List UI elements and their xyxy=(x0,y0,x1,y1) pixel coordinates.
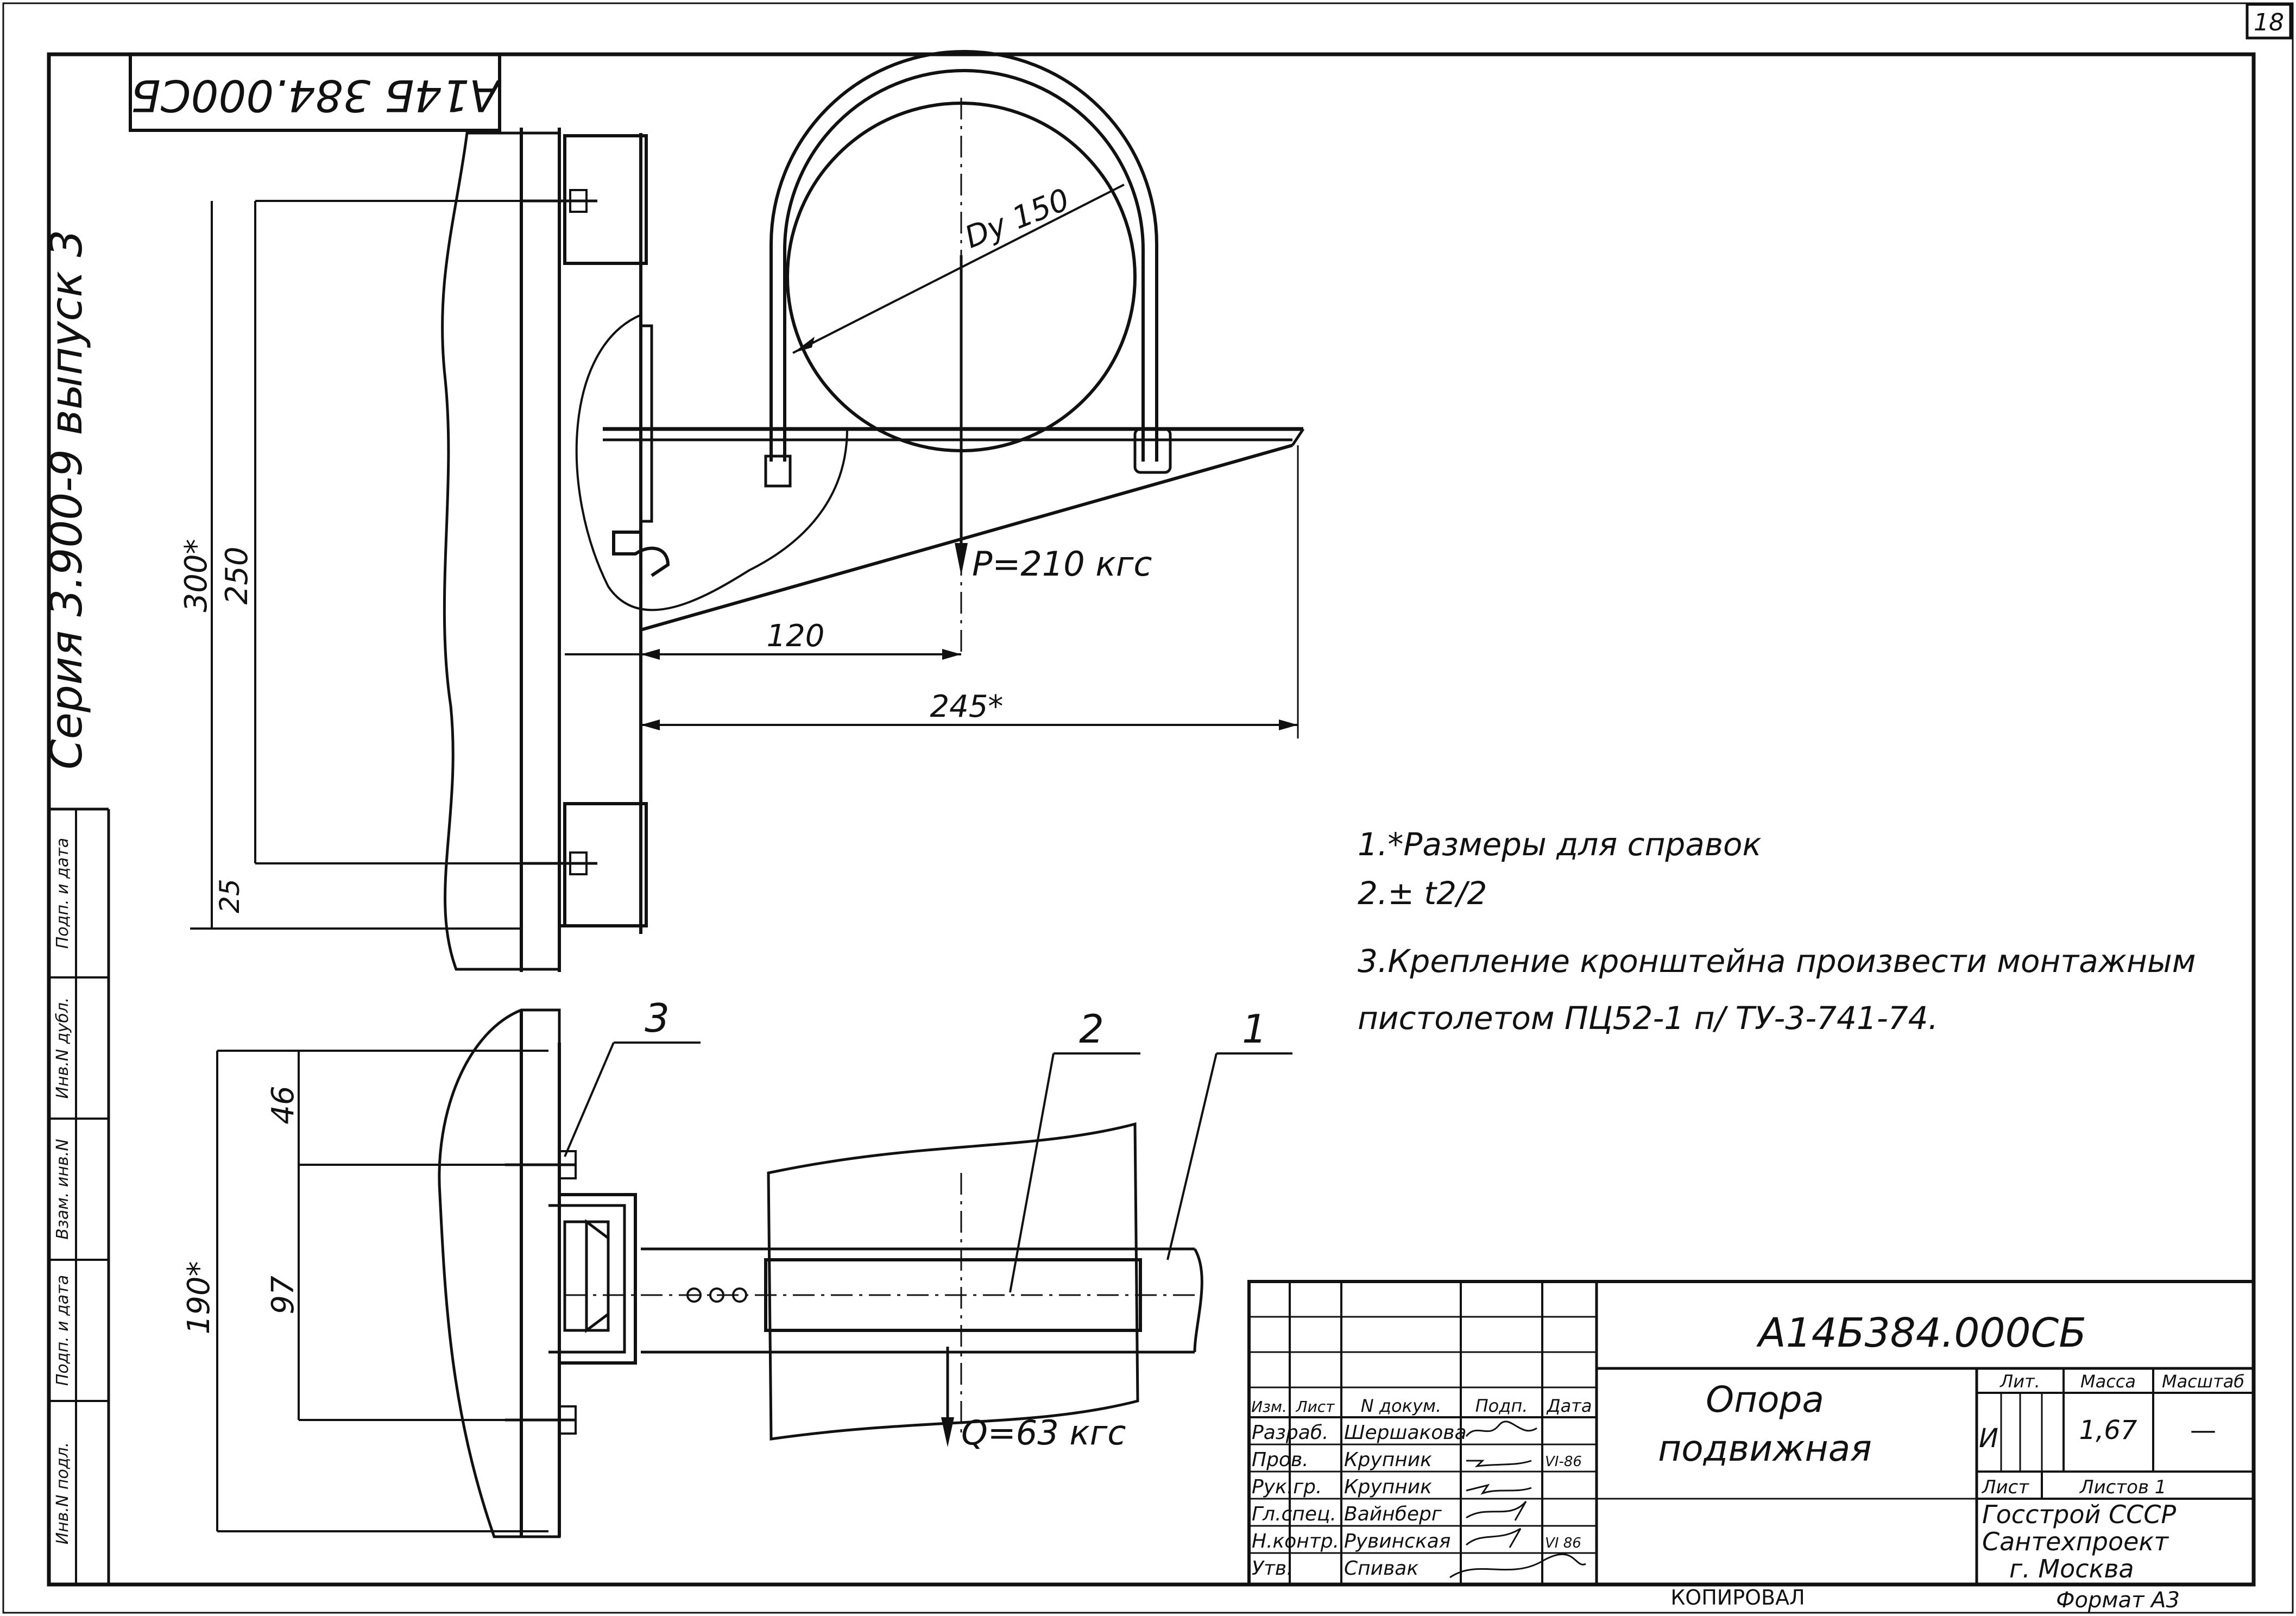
row-name-2: Крупник xyxy=(1344,1449,1432,1471)
col-header-doc: N докум. xyxy=(1361,1396,1441,1416)
scale-value: — xyxy=(2190,1415,2216,1445)
copied-label: КОПИРОВАЛ xyxy=(1670,1586,1805,1609)
col-header-izm: Изм. xyxy=(1251,1398,1287,1416)
side-stamp-cell-2: Подп. и дата xyxy=(53,1275,72,1386)
note-4: пистолетом ПЦ52-1 п/ ТУ-3-741-74. xyxy=(1358,1000,1938,1037)
row-date-5: VI 86 xyxy=(1545,1535,1581,1551)
col-header-date: Дата xyxy=(1546,1396,1592,1416)
page-number: 18 xyxy=(2254,9,2284,36)
dim-120: 120 xyxy=(767,618,825,654)
drawing-frame xyxy=(47,52,2256,1587)
section-break xyxy=(575,314,848,611)
lit-label: Лит. xyxy=(1999,1371,2040,1392)
doc-code-rotated-box: А14Б 384.000СБ xyxy=(129,53,502,132)
org-line-1: Госстрой СССР xyxy=(1982,1500,2176,1529)
note-1: 1.*Размеры для справок xyxy=(1358,826,1762,863)
name-line-1: Опора xyxy=(1706,1379,1824,1421)
col-header-sign: Подп. xyxy=(1475,1396,1528,1416)
dim-300: 300* xyxy=(179,539,214,613)
col-header-list: Лист xyxy=(1296,1398,1335,1416)
dim-97: 97 xyxy=(266,1276,301,1315)
side-stamp: Инв.N подл. Подп. и дата Взам. инв.N Инв… xyxy=(49,807,110,1585)
side-stamp-cell-1: Инв.N подл. xyxy=(53,1442,72,1545)
side-stamp-cell-5: Подп. и дата xyxy=(53,838,72,949)
row-date-2: VI-86 xyxy=(1545,1454,1582,1470)
doc-code: А14Б384.000СБ xyxy=(1756,1310,2086,1356)
row-role-3: Рук.гр. xyxy=(1252,1476,1322,1498)
dim-250: 250 xyxy=(219,547,255,605)
pipe-diameter-label: Dу 150 xyxy=(960,182,1075,256)
title-block: Изм. Лист N докум. Подп. Дата Разраб. Ше… xyxy=(1247,1280,2255,1586)
scale-label: Масштаб xyxy=(2162,1371,2244,1392)
part-number-3: 3 xyxy=(645,995,670,1041)
top-view: Dу 150 P=210 кгс 300* 250 25 120 xyxy=(179,50,1305,972)
page-number-box: 18 xyxy=(2245,3,2292,40)
signature-4 xyxy=(1466,1501,1527,1521)
row-name-6: Спивак xyxy=(1344,1557,1418,1580)
row-name-4: Вайнберг xyxy=(1344,1503,1442,1525)
sheet-label: Лист xyxy=(1981,1476,2029,1498)
doc-code-rotated: А14Б 384.000СБ xyxy=(131,70,502,121)
format-label: Формат А3 xyxy=(2056,1588,2180,1613)
row-role-5: Н.контр. xyxy=(1252,1530,1339,1552)
signature-3 xyxy=(1466,1484,1532,1495)
signature-5 xyxy=(1466,1527,1522,1548)
row-name-3: Крупник xyxy=(1344,1476,1432,1498)
part-number-2: 2 xyxy=(1079,1006,1104,1052)
load-q-arrow xyxy=(941,1417,954,1447)
u-bolt-clamp xyxy=(769,50,1158,462)
sheets-label: Листов 1 xyxy=(2079,1476,2166,1498)
note-3: 3.Крепление кронштейна произвести монтаж… xyxy=(1358,943,2196,980)
pipe-diameter-line xyxy=(792,184,1125,354)
wall-break-top xyxy=(441,131,561,971)
signature-2 xyxy=(1466,1460,1532,1468)
mass-value: 1,67 xyxy=(2079,1415,2137,1445)
dim-245: 245* xyxy=(930,689,1004,724)
dim-190: 190* xyxy=(181,1261,217,1335)
name-line-2: подвижная xyxy=(1658,1428,1872,1469)
org-line-2: Сантехпроект xyxy=(1982,1527,2169,1556)
notes: 1.*Размеры для справок 2.± t2/2 3.Крепле… xyxy=(1358,826,2196,1037)
load-q-label: Q=63 кгс xyxy=(961,1413,1126,1453)
bracket-strut xyxy=(640,444,1293,632)
row-role-6: Утв. xyxy=(1252,1557,1293,1580)
bracket-hook xyxy=(612,531,670,577)
part-number-1: 1 xyxy=(1242,1006,1267,1052)
row-role-4: Гл.спец. xyxy=(1252,1503,1336,1525)
row-role-1: Разраб. xyxy=(1252,1422,1328,1444)
dim-25: 25 xyxy=(214,879,245,913)
lit-value: И xyxy=(1979,1423,1998,1454)
side-stamp-cell-3: Взам. инв.N xyxy=(53,1139,72,1239)
wall-break-bottom xyxy=(438,1008,561,1538)
dim-46: 46 xyxy=(266,1085,301,1124)
series-label: Серия 3.900-9 выпуск 3 xyxy=(41,230,92,769)
org-line-3: г. Москва xyxy=(2009,1554,2134,1583)
load-p-label: P=210 кгс xyxy=(972,544,1152,584)
row-name-5: Рувинская xyxy=(1344,1530,1450,1552)
bottom-view: Q=63 кгс 190* 46 97 3 2 1 xyxy=(181,995,1292,1538)
mass-label: Масса xyxy=(2080,1371,2136,1392)
row-name-1: Шершакова xyxy=(1344,1422,1467,1444)
pipe-plan-outline xyxy=(767,1122,1139,1441)
side-stamp-cell-4: Инв.N дубл. xyxy=(53,998,72,1099)
note-2: 2.± t2/2 xyxy=(1358,875,1487,912)
load-p-arrow xyxy=(955,543,968,576)
signature-6 xyxy=(1449,1553,1586,1579)
channel-bracket xyxy=(559,1193,637,1365)
row-role-2: Пров. xyxy=(1252,1449,1309,1471)
signature-1 xyxy=(1465,1421,1537,1437)
